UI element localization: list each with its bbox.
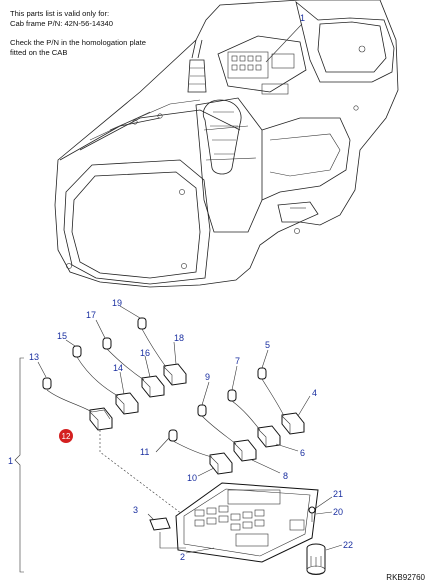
highlight-marker-12: 12 [59, 429, 73, 443]
screw-20-21 [308, 506, 316, 522]
callout-18: 18 [174, 333, 184, 343]
note-line-2: Cab frame P/N: 42N-56-14340 [10, 19, 113, 28]
rocker-switch-4 [281, 412, 305, 435]
callout-9: 9 [205, 372, 210, 382]
callout-16: 16 [140, 348, 150, 358]
callout-22: 22 [343, 540, 353, 550]
callout-19: 19 [112, 298, 122, 308]
note-line-4: fitted on the CAB [10, 48, 68, 57]
blank-cover-3 [149, 517, 171, 531]
switch-panel-2 [175, 482, 319, 563]
callout-1-left: 1 [8, 456, 13, 466]
callout-1-top: 1 [300, 13, 305, 23]
callout-8: 8 [283, 471, 288, 481]
drawing-reference-code: RKB92760 [386, 573, 425, 582]
callout-12: 12 [62, 432, 71, 441]
cab-console-drawing [54, 0, 399, 288]
callout-14: 14 [113, 363, 123, 373]
rocker-switch-18 [163, 363, 187, 386]
group-bracket [14, 357, 24, 573]
callout-20: 20 [333, 507, 343, 517]
callout-10: 10 [187, 473, 197, 483]
callout-2: 2 [180, 552, 185, 562]
rocker-switch-12 [89, 407, 113, 431]
rocker-switch-8 [233, 439, 257, 462]
rocker-switch-14 [115, 392, 139, 415]
callout-6: 6 [300, 448, 305, 458]
rocker-switch-10 [209, 452, 233, 475]
rocker-switch-16 [141, 375, 165, 398]
callout-3: 3 [133, 505, 138, 515]
callout-4: 4 [312, 388, 317, 398]
note-line-1: This parts list is valid only for: [10, 9, 110, 18]
rotary-knob-22 [306, 543, 326, 575]
note-line-3: Check the P/N in the homologation plate [10, 38, 146, 47]
callout-15: 15 [57, 331, 67, 341]
validity-note: This parts list is valid only for: Cab f… [10, 9, 240, 58]
callout-21: 21 [333, 489, 343, 499]
callout-13: 13 [29, 352, 39, 362]
callout-11: 11 [140, 447, 149, 457]
callout-17: 17 [86, 310, 96, 320]
callout-5: 5 [265, 340, 270, 350]
rocker-switch-6 [257, 425, 281, 448]
callout-7: 7 [235, 356, 240, 366]
